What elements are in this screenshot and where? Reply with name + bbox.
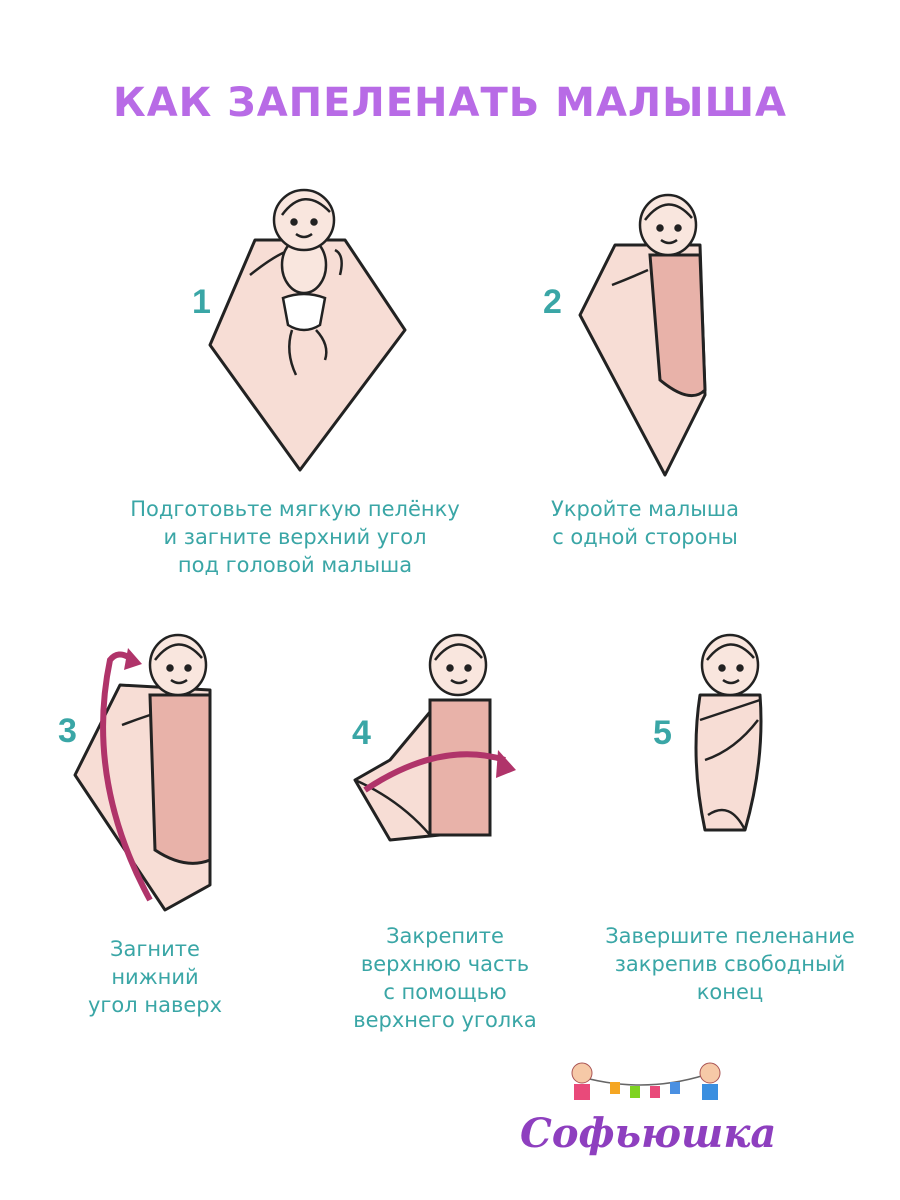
step-2-caption: Укройте малыша с одной стороны: [551, 497, 739, 549]
step-4-illustration: [353, 633, 516, 842]
step-3-illustration: [73, 633, 212, 912]
step-1-illustration: [208, 188, 407, 472]
blanket-illustration: [208, 238, 407, 472]
step-number-2: 2: [543, 283, 562, 321]
step-2-illustration: [578, 193, 707, 477]
step-4-caption: Закрепите верхнюю часть с помощью верхне…: [353, 924, 537, 1032]
page-title: КАК ЗАПЕЛЕНАТЬ МАЛЫША: [113, 80, 787, 126]
brand-logo: Софьюшка: [520, 1110, 777, 1157]
step-5-illustration: [694, 633, 763, 832]
logo-kids-icon: [571, 1062, 721, 1100]
step-1-caption: Подготовьте мягкую пелёнку и загните вер…: [130, 497, 460, 577]
baby-illustration: [249, 188, 343, 376]
step-5-caption: Завершите пеленание закрепив свободный к…: [605, 924, 855, 1004]
step-number-5: 5: [653, 714, 672, 752]
step-number-1: 1: [192, 283, 211, 321]
step-number-3: 3: [58, 712, 77, 750]
step-number-4: 4: [352, 714, 371, 752]
step-3-caption: Загните нижний угол наверх: [87, 937, 223, 1017]
fold-arrow-icon: [100, 651, 153, 902]
